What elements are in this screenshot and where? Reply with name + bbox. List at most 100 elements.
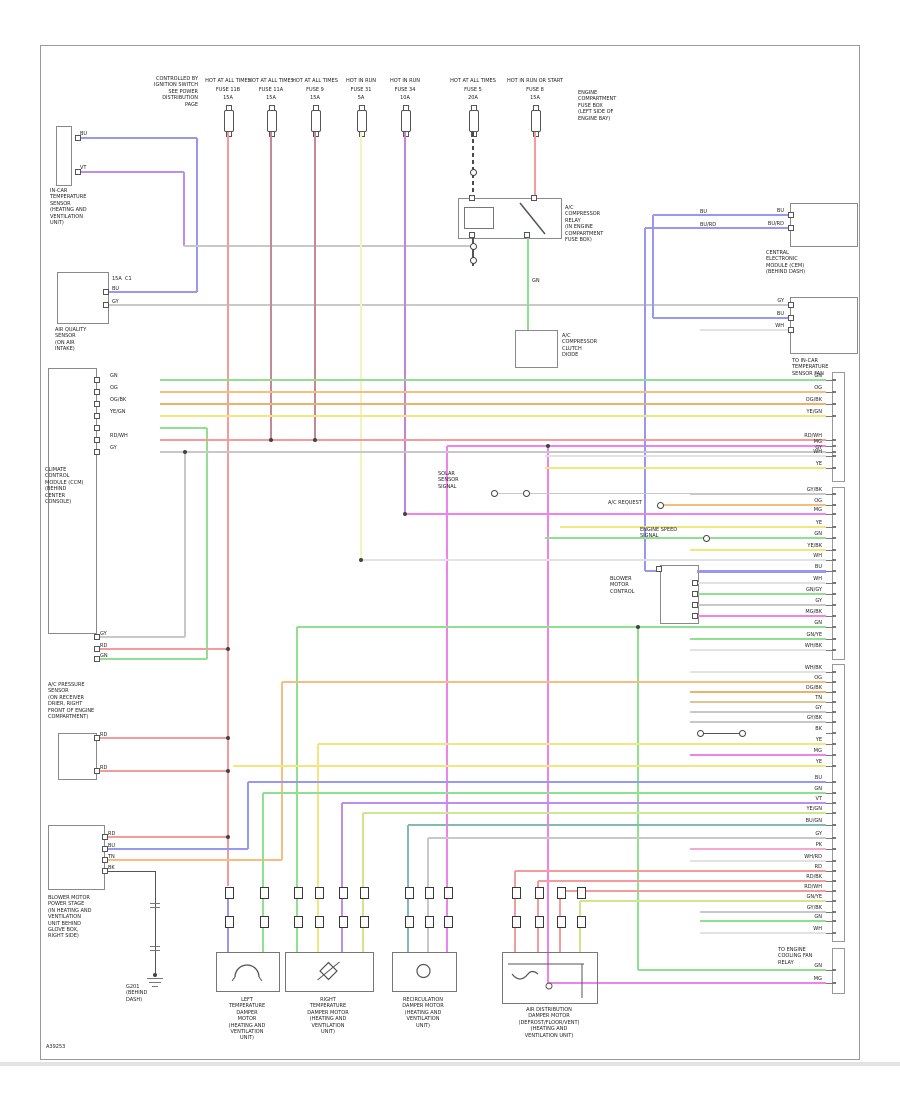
pin-tick-inner	[832, 451, 836, 453]
pin-square	[94, 413, 100, 419]
lower-connector-wire	[690, 701, 826, 703]
wire-code-pin-label: YE	[815, 461, 822, 467]
distrib-label: AIR DISTRIBUTION	[526, 1007, 572, 1013]
pressure-label: COMPARTMENT)	[48, 714, 89, 720]
pin-tick	[826, 671, 833, 673]
pin-tick	[826, 982, 833, 984]
inline-connector	[224, 887, 234, 899]
pin-tick	[826, 860, 833, 862]
ccm-green-loop	[160, 427, 207, 429]
power-stage-tan	[281, 682, 283, 860]
wire-code-pin-label: GY	[815, 705, 822, 711]
wire-code-pin-label: RD/WH	[804, 433, 822, 439]
pin-tick	[826, 880, 833, 882]
inline-connector	[359, 887, 369, 899]
lower-connector-wire	[248, 781, 826, 783]
fuse-header-text: FUSE 11B	[215, 86, 241, 93]
red-distrib-1	[514, 871, 516, 952]
wire-code-pin-label: GN	[814, 914, 822, 920]
wire-code-pin-label: GN	[814, 531, 822, 537]
lower-connector-wire	[538, 880, 826, 882]
pin-square	[788, 225, 794, 231]
wire-code-pin-label: WH/RD	[804, 854, 822, 860]
wire-code-pin-label: YE	[815, 759, 822, 765]
pin-tick-inner	[832, 920, 836, 922]
relay-label: FUSE BOX)	[565, 237, 592, 243]
diode-label: A/C	[562, 333, 571, 339]
wire-code-pin-label: OG/BK	[805, 397, 822, 403]
pin-tick	[826, 765, 833, 767]
pin-tick	[826, 691, 833, 693]
green-right-damper	[296, 627, 298, 952]
pin-square	[656, 566, 662, 572]
pin-square	[788, 302, 794, 308]
fuse34-violet-drop	[404, 132, 406, 515]
distrib-label: VENTILATION UNIT)	[524, 1032, 574, 1039]
left-temp-damper-motor-box	[216, 952, 280, 992]
ccm-red-lower	[95, 648, 228, 650]
pin-tick-inner	[832, 549, 836, 551]
pin-tick	[826, 570, 833, 572]
wire-code-pin-label: TN	[815, 695, 822, 701]
recirc-label: RECIRCULATION	[402, 997, 444, 1003]
ac-compressor-relay-box	[458, 198, 562, 239]
distrib-label: DAMPER MOTOR	[528, 1013, 570, 1020]
fuse-header-text: 15A	[530, 95, 540, 101]
right-temp-damper-motor-box	[285, 952, 374, 992]
pin-tick-inner	[832, 802, 836, 804]
in-car-temp-sensor-box	[56, 126, 72, 186]
fuse-header-text: HOT AT ALL TIMES	[292, 78, 338, 84]
ccm-gray-lower	[184, 452, 186, 637]
fuse-pin-top	[313, 105, 319, 111]
pin-tick	[826, 721, 833, 723]
pin-square	[94, 449, 100, 455]
green-left-damper	[262, 793, 264, 952]
pin-tick	[826, 493, 833, 495]
pin-tick-inner	[832, 711, 836, 713]
inline-connector	[404, 887, 414, 899]
pin-tick-inner	[832, 911, 836, 913]
in-car-sensor-fan-box	[790, 297, 858, 354]
upper-connector-wire	[697, 604, 826, 606]
lower-connector-wire	[342, 802, 826, 804]
wire-code-pin-label: OG	[814, 498, 822, 504]
cooling-fan-label: RELAY	[778, 959, 794, 966]
solar-label: SENSOR	[438, 477, 459, 484]
fuse-pin-bottom	[269, 131, 275, 137]
pin-square	[94, 437, 100, 443]
fuse-pin-top	[226, 105, 232, 111]
pin-tick	[826, 549, 833, 551]
upper-connector-wire	[560, 526, 826, 528]
ac-pressure-sensor-box	[58, 733, 97, 780]
pin-tick	[826, 559, 833, 561]
pin-square	[692, 602, 698, 608]
pin-tick-inner	[832, 403, 836, 405]
recirc-label: DAMPER MOTOR	[402, 1003, 444, 1010]
wire-code-pin-label: BU/RD	[767, 221, 784, 227]
wire-code-pin-label: RD	[814, 864, 822, 870]
left-damper-label: UNIT)	[240, 1035, 254, 1042]
pin-tick-inner	[832, 391, 836, 393]
pin-tick-inner	[832, 880, 836, 882]
fuse-header-text: HOT IN RUN	[345, 78, 377, 84]
wire-code-label: VT	[80, 165, 87, 171]
pin-tick	[826, 451, 833, 453]
wire-code-pin-label: MG	[813, 507, 822, 513]
magenta-branch	[547, 446, 549, 983]
fuse-pin-bottom	[226, 131, 232, 137]
junction-dot	[546, 444, 550, 448]
pin-tick-inner	[832, 415, 836, 417]
pin-tick	[826, 870, 833, 872]
ccm-band-wire	[160, 415, 826, 417]
page-edge-shadow	[0, 1062, 900, 1066]
relay-coil	[464, 207, 494, 229]
wire-code-label: RD	[100, 765, 108, 771]
blue-cem-loop-1	[644, 228, 646, 571]
wire-code-label: BU	[108, 843, 116, 849]
inline-connector	[404, 916, 414, 928]
in-car-sensor-label: (HEATING AND	[50, 207, 87, 214]
connector-bullet	[523, 490, 530, 497]
power-stage-label: RIGHT SIDE)	[48, 933, 79, 940]
ignition-note: PAGE	[184, 101, 198, 108]
fuse-pin-top	[533, 105, 539, 111]
